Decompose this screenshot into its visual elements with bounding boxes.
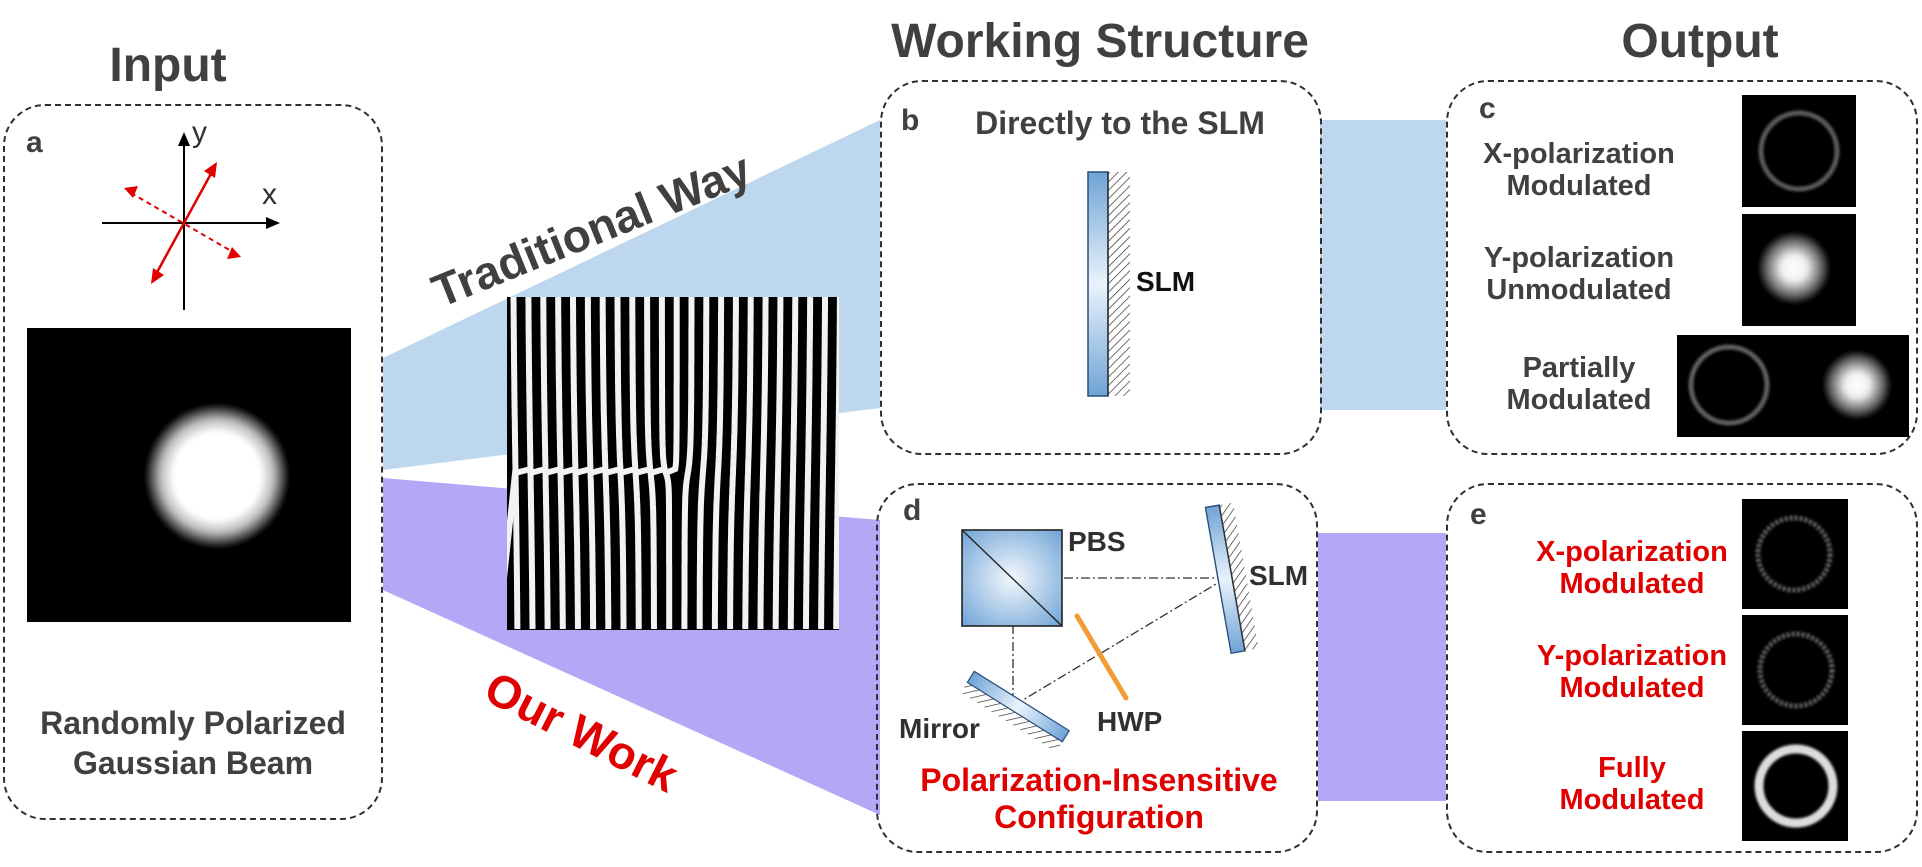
input-caption-line1: Randomly Polarized <box>40 705 346 741</box>
hologram-stripe <box>557 297 579 629</box>
panel-c-y-unmodulated-image <box>1742 214 1856 326</box>
mirror-label: Mirror <box>899 713 980 744</box>
hologram-stripe <box>833 297 839 629</box>
input-caption: Randomly Polarized Gaussian Beam <box>10 705 376 782</box>
panel-e-row1-text: X-polarization Modulated <box>1472 536 1792 601</box>
panel-c-x-modulated-image <box>1742 95 1856 207</box>
panel-c-row1-line2: Modulated <box>1506 170 1652 203</box>
panel-c <box>1446 80 1918 455</box>
panel-d-caption-line2: Configuration <box>994 798 1204 835</box>
hologram-stripe <box>818 297 828 629</box>
hologram-stripe <box>711 297 725 629</box>
hologram-stripe <box>742 297 754 629</box>
panel-b-slm-label: SLM <box>1136 266 1196 297</box>
hologram-stripe <box>681 297 695 629</box>
our-work-connector <box>1318 533 1446 801</box>
panel-e-row3-line1: Fully <box>1598 752 1666 784</box>
hologram-stripe <box>602 297 624 629</box>
panel-c-row3-line1: Partially <box>1522 352 1636 384</box>
panel-c-row2-line2: Unmodulated <box>1486 274 1672 307</box>
output-header: Output <box>1621 15 1779 68</box>
panel-c-partially-modulated-image <box>1677 335 1909 437</box>
panel-e <box>1446 483 1918 853</box>
panel-e-fully-modulated-image <box>1742 731 1848 841</box>
panel-e-row1-line1: X-polarization <box>1536 536 1728 568</box>
hologram-stripe <box>787 297 799 629</box>
panel-b <box>880 80 1322 455</box>
hologram-stripe <box>527 297 549 629</box>
hologram-stripe <box>507 297 519 579</box>
panel-a-label: a <box>26 126 43 159</box>
hologram-stripe <box>542 297 564 629</box>
panel-c-row3-line2: Modulated <box>1506 384 1652 417</box>
panel-e-row3-line2: Modulated <box>1559 784 1705 817</box>
axis-x-label: x <box>262 178 277 211</box>
panel-c-row1-line1: X-polarization <box>1483 138 1675 170</box>
working-structure-header: Working Structure <box>891 15 1309 68</box>
input-header: Input <box>109 39 227 92</box>
pbs-label: PBS <box>1068 526 1126 557</box>
panel-c-row2-line1: Y-polarization <box>1483 242 1675 274</box>
panel-e-row2-line1: Y-polarization <box>1536 640 1728 672</box>
panel-d-slm-label: SLM <box>1249 560 1309 591</box>
hologram-stripe <box>647 297 669 629</box>
hologram-stripe <box>757 297 769 629</box>
hologram-stripe <box>772 297 784 630</box>
slm-device-icon-tilted <box>1204 502 1259 655</box>
panel-c-row2-text: Y-polarization Unmodulated <box>1452 242 1706 307</box>
panel-b-title: Directly to the SLM <box>975 105 1265 141</box>
hwp-label: HWP <box>1097 706 1163 737</box>
hologram-stripe <box>617 297 639 629</box>
panel-e-label: e <box>1470 498 1487 531</box>
fork-hologram-image <box>507 297 839 630</box>
input-caption-line2: Gaussian Beam <box>72 744 314 781</box>
hologram-stripe <box>632 297 654 629</box>
half-wave-plate-icon <box>1074 613 1129 701</box>
panel-d-caption-line1: Polarization-Insensitive <box>920 762 1278 798</box>
panel-e-x-modulated-image <box>1742 499 1848 609</box>
panel-a <box>3 104 383 820</box>
hologram-stripe <box>572 297 594 630</box>
panel-e-row1-line2: Modulated <box>1559 568 1705 601</box>
panel-d-caption: Polarization-Insensitive Configuration <box>880 762 1318 836</box>
hologram-stripe <box>696 297 710 629</box>
panel-c-row3-text: Partially Modulated <box>1484 352 1674 417</box>
panel-e-row3-text: Fully Modulated <box>1472 752 1792 817</box>
hologram-stripe <box>727 297 739 629</box>
panel-c-row1-text: X-polarization Modulated <box>1452 138 1706 203</box>
hologram-stripe <box>802 297 814 630</box>
panel-b-label: b <box>901 104 920 137</box>
hologram-stripe <box>587 297 609 629</box>
panel-e-row2-line2: Modulated <box>1559 672 1705 705</box>
hologram-stripe <box>512 297 534 629</box>
beam-splitter-cube-icon <box>961 529 1063 627</box>
panel-c-label: c <box>1479 92 1496 125</box>
panel-d-label: d <box>903 494 922 527</box>
panel-d <box>876 483 1318 853</box>
hologram-stripe <box>662 297 680 629</box>
mirror-icon <box>960 670 1071 752</box>
panel-e-y-modulated-image <box>1742 615 1848 725</box>
axis-y-label: y <box>192 116 207 149</box>
input-beam-image <box>27 328 351 622</box>
traditional-connector <box>1320 120 1446 410</box>
panel-e-row2-text: Y-polarization Modulated <box>1472 640 1792 705</box>
